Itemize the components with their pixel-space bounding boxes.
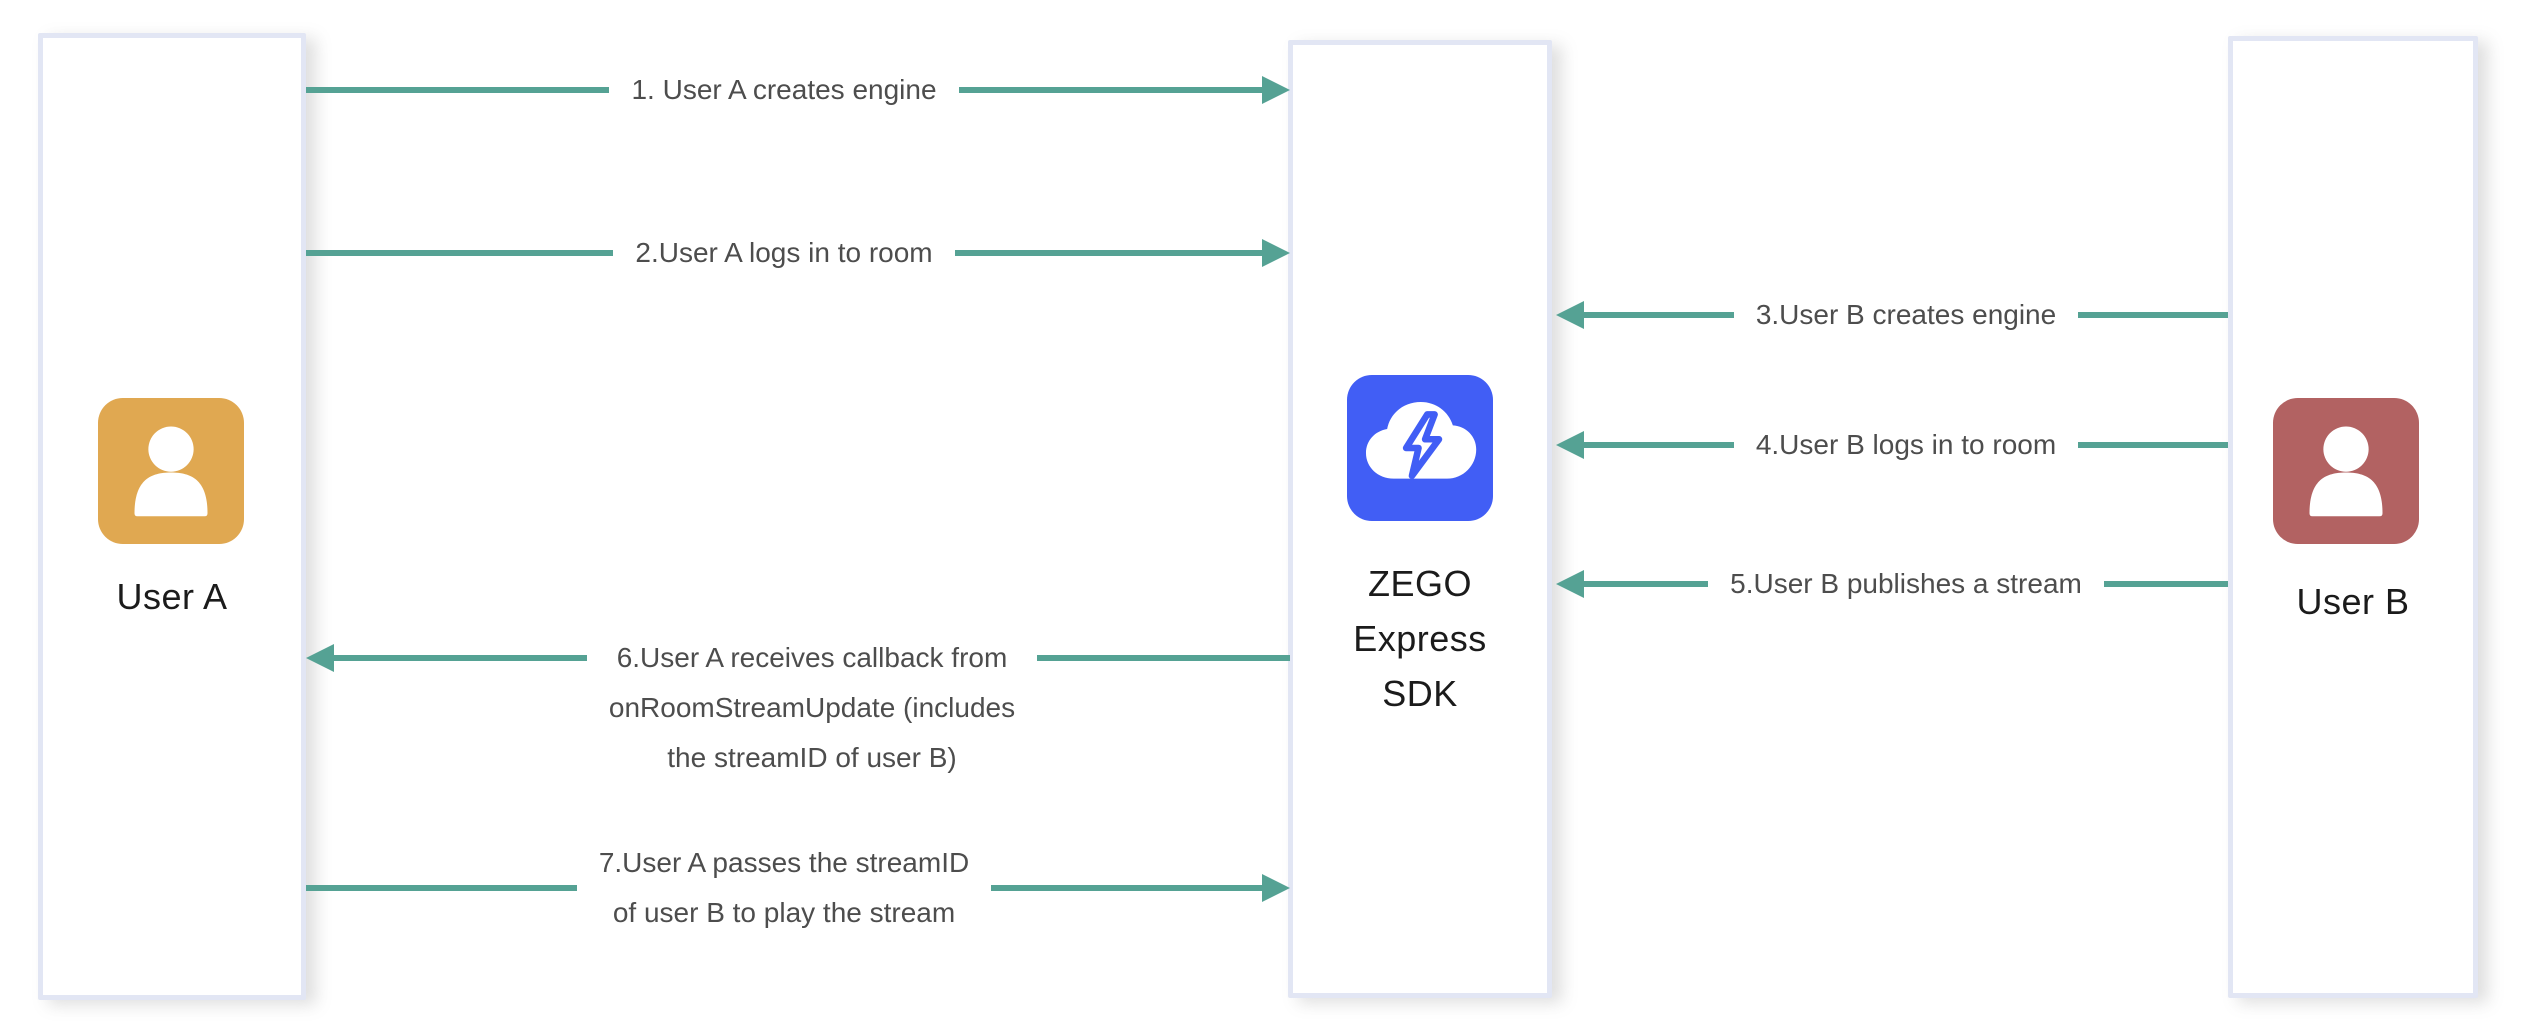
arrow-3-label: 3.User B creates engine [1755,299,2057,330]
arrow-1-label: 1. User A creates engine [631,74,937,105]
arrow-3-user-b-creates-engine: 3.User B creates engine [1556,299,2229,330]
arrow-7-label-line-2: of user B to play the stream [612,897,956,928]
sdk-label-line-3: SDK [1382,673,1458,714]
arrow-line-segment [958,87,1263,93]
arrow-4-label: 4.User B logs in to room [1755,429,2057,460]
user-b-label: User B [2296,581,2410,622]
sdk-label: ZEGO Express SDK [1288,556,1552,721]
zego-cloud-bolt-icon [1347,375,1493,521]
arrow-line-segment [334,655,587,661]
arrowhead-left-icon [1556,431,1584,459]
sdk-label-line-1: ZEGO [1367,563,1472,604]
arrow-line-segment [954,250,1263,256]
arrowhead-left-icon [306,644,334,672]
arrow-line-segment [1584,312,1734,318]
arrow-5-label: 5.User B publishes a stream [1730,568,2082,599]
arrow-5-user-b-publishes-stream: 5.User B publishes a stream [1556,568,2228,599]
arrow-7-label-line-1: 7.User A passes the streamID [598,847,970,878]
arrow-1-user-a-creates-engine: 1. User A creates engine [306,74,1291,105]
user-a-label: User A [116,576,228,617]
user-b-person-icon [2273,398,2419,544]
arrow-4-user-b-logs-in: 4.User B logs in to room [1556,429,2228,460]
arrowhead-right-icon [1262,874,1291,902]
arrow-7-label: 7.User A passes the streamID of user B t… [577,838,991,938]
arrow-7-user-a-plays-stream: 7.User A passes the streamID of user B t… [306,847,1291,928]
arrowhead-right-icon [1262,76,1291,104]
arrow-line-segment [306,250,614,256]
arrowhead-left-icon [1556,301,1584,329]
arrow-line-segment [991,885,1263,891]
arrow-line-segment [1584,442,1734,448]
arrow-line-segment [306,87,610,93]
arrow-line-segment [2078,442,2228,448]
arrow-2-label: 2.User A logs in to room [635,237,933,268]
arrow-line-segment [1037,655,1290,661]
arrow-6-label-line-1: 6.User A receives callback from [616,642,1008,673]
arrowhead-right-icon [1262,239,1291,267]
arrow-line-segment [1584,581,1709,587]
arrow-line-segment [306,885,577,891]
arrow-line-segment [2103,581,2228,587]
arrow-6-label: 6.User A receives callback from onRoomSt… [587,633,1037,783]
arrow-6-label-line-3: the streamID of user B) [667,742,957,773]
arrowhead-left-icon [1556,570,1584,598]
arrow-2-user-a-logs-in: 2.User A logs in to room [306,237,1291,268]
sdk-label-line-2: Express [1353,618,1487,659]
arrow-6-label-line-2: onRoomStreamUpdate (includes [608,692,1016,723]
arrow-6-user-a-receives-callback: 6.User A receives callback from onRoomSt… [306,642,1290,773]
user-a-person-icon [98,398,244,544]
arrow-line-segment [2078,312,2229,318]
